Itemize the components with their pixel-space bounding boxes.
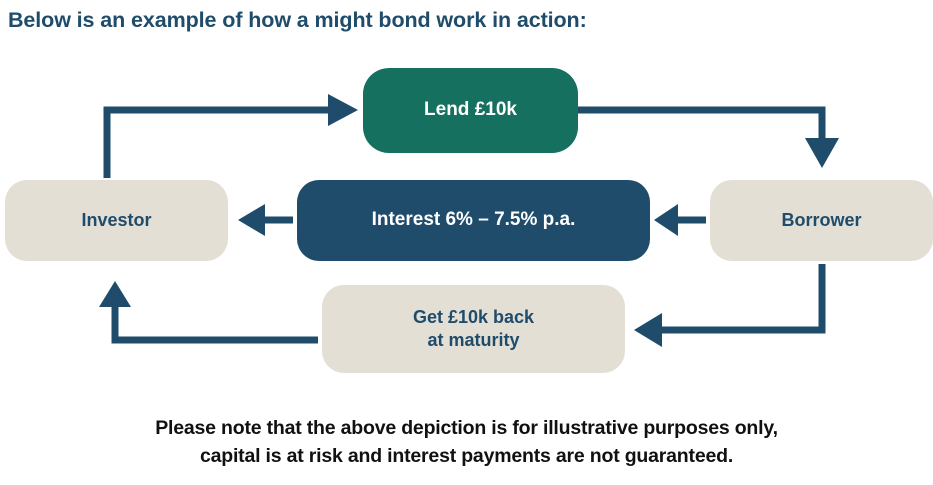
arrow-borrower-to-maturity-icon (634, 264, 826, 347)
arrow-interest-to-investor-icon (238, 204, 293, 236)
node-maturity-label: Get £10k back at maturity (413, 306, 534, 352)
node-borrower-label: Borrower (781, 209, 862, 230)
disclaimer-line-1: Please note that the above depiction is … (155, 417, 778, 439)
arrow-borrower-to-interest-icon (654, 204, 706, 236)
node-maturity-label-line1: Get £10k back (412, 306, 535, 327)
arrow-investor-to-lend-icon (103, 94, 358, 178)
node-investor[interactable]: Investor (5, 180, 228, 261)
disclaimer-note: Please note that the above depiction is … (0, 415, 933, 470)
node-borrower[interactable]: Borrower (710, 180, 933, 261)
node-interest[interactable]: Interest 6% – 7.5% p.a. (297, 180, 650, 261)
node-investor-label: Investor (81, 209, 152, 230)
node-maturity-label-line2: at maturity (427, 330, 520, 350)
node-maturity[interactable]: Get £10k back at maturity (322, 285, 625, 373)
node-lend-label: Lend £10k (424, 99, 517, 121)
arrow-lend-to-borrower-icon (578, 106, 839, 168)
arrow-maturity-to-investor-icon (99, 281, 318, 344)
node-lend[interactable]: Lend £10k (363, 68, 578, 153)
disclaimer-line-2: capital is at risk and interest payments… (199, 444, 734, 467)
page-title: Below is an example of how a might bond … (8, 8, 587, 32)
node-interest-label: Interest 6% – 7.5% p.a. (371, 209, 576, 231)
